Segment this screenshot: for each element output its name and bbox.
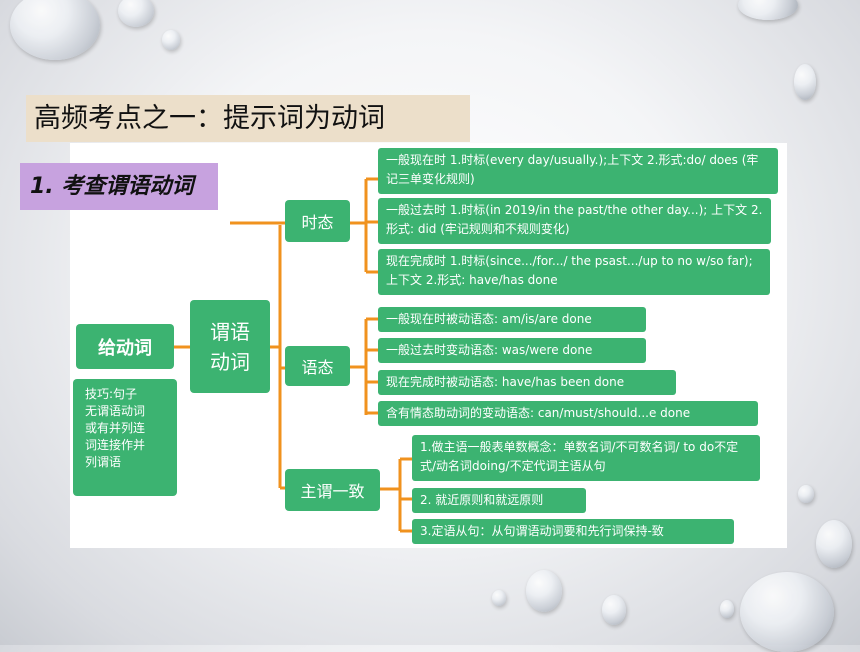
connector-lines (174, 177, 412, 533)
water-drop (492, 590, 506, 606)
root-node: 给动词 (76, 324, 174, 369)
branch-voice: 语态 (285, 346, 350, 386)
water-drop (162, 30, 180, 50)
water-drop (526, 570, 562, 612)
voice-item: 一般过去时变动语态: was/were done (378, 338, 646, 363)
section-subtitle: 1. 考查谓语动词 (20, 163, 218, 210)
tip-line: 词连接作并 (85, 438, 146, 452)
voice-item: 含有情态助动词的变动语态: can/must/should...e done (378, 401, 758, 426)
voice-item: 一般现在时被动语态: am/is/are done (378, 307, 646, 332)
center-label-line: 动词 (210, 349, 250, 374)
agreement-item: 3.定语从句：从句谓语动词要和先行词保持-致 (412, 519, 734, 544)
tip-box: 技巧:句子 无谓语动词 或有并列连 词连接作并 列谓语 (73, 379, 177, 496)
voice-item: 现在完成时被动语态: have/has been done (378, 370, 676, 395)
tense-item: 一般过去时 1.时标(in 2019/in the past/the other… (378, 198, 771, 244)
agreement-item: 2. 就近原则和就远原则 (412, 488, 586, 513)
water-drop (738, 0, 798, 20)
water-drop (10, 0, 100, 60)
agreement-item: 1.做主语一般表单数概念：单数名词/不可数名词/ to do不定式/动名词doi… (412, 435, 760, 481)
water-drop (798, 485, 814, 503)
water-drop (720, 600, 734, 618)
water-drop (740, 572, 834, 652)
mind-map: 给动词 技巧:句子 无谓语动词 或有并列连 词连接作并 列谓语 谓语 动词 时态… (70, 143, 787, 548)
tip-line: 技巧:句子 (85, 387, 138, 401)
tip-line: 列谓语 (85, 455, 122, 469)
water-drop (816, 520, 852, 568)
branch-tense: 时态 (285, 200, 350, 242)
center-node: 谓语 动词 (190, 300, 270, 393)
slide-title: 高频考点之一：提示词为动词 (26, 95, 470, 142)
tense-item: 现在完成时 1.时标(since.../for.../ the psast...… (378, 249, 770, 295)
water-drop (118, 0, 154, 27)
tip-line: 或有并列连 (85, 421, 146, 435)
water-drop (794, 64, 816, 100)
center-label-line: 谓语 (210, 319, 250, 344)
tip-line: 无谓语动词 (85, 404, 146, 418)
water-drop (602, 595, 626, 625)
tense-item: 一般现在时 1.时标(every day/usually.);上下文 2.形式:… (378, 148, 778, 194)
branch-agreement: 主谓一致 (285, 469, 380, 511)
